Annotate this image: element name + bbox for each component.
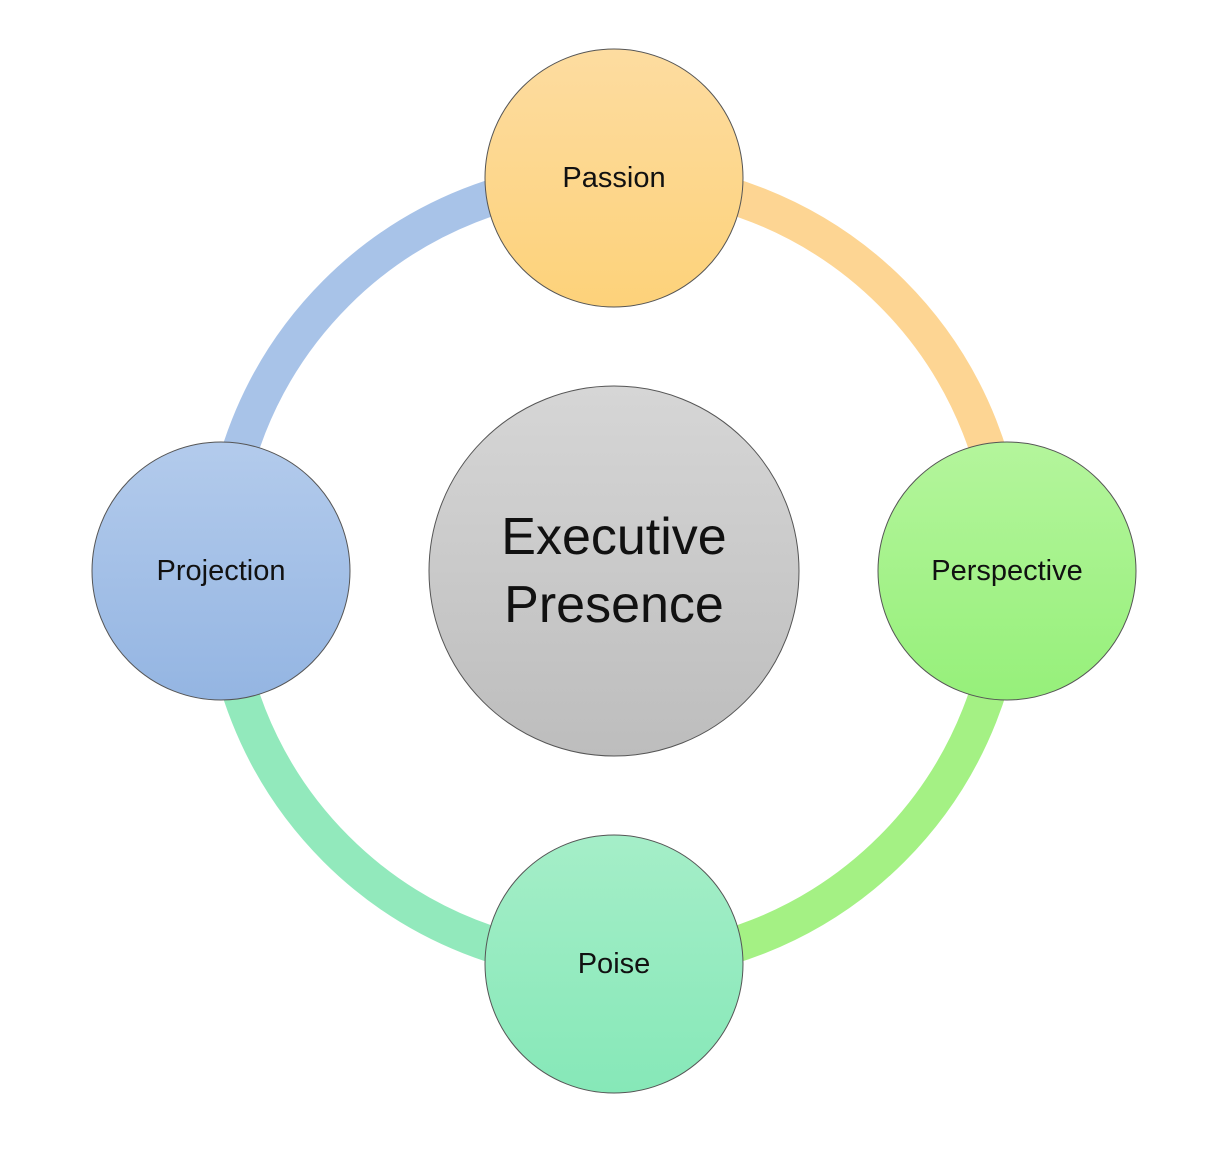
center-circle — [428, 385, 800, 757]
center-node: Executive Presence — [428, 385, 800, 757]
projection-label: Projection — [157, 555, 286, 587]
poise-label: Poise — [578, 948, 651, 980]
center-label-line1: Executive — [501, 508, 726, 566]
passion-label: Passion — [562, 162, 665, 194]
center-label-line2: Presence — [504, 576, 724, 634]
node-perspective: Perspective — [877, 441, 1137, 701]
projection-circle — [91, 441, 351, 701]
node-projection: Projection — [91, 441, 351, 701]
poise-circle — [484, 834, 744, 1094]
perspective-circle — [877, 441, 1137, 701]
passion-circle — [484, 48, 744, 308]
node-passion: Passion — [484, 48, 744, 308]
node-poise: Poise — [484, 834, 744, 1094]
perspective-label: Perspective — [931, 555, 1083, 587]
